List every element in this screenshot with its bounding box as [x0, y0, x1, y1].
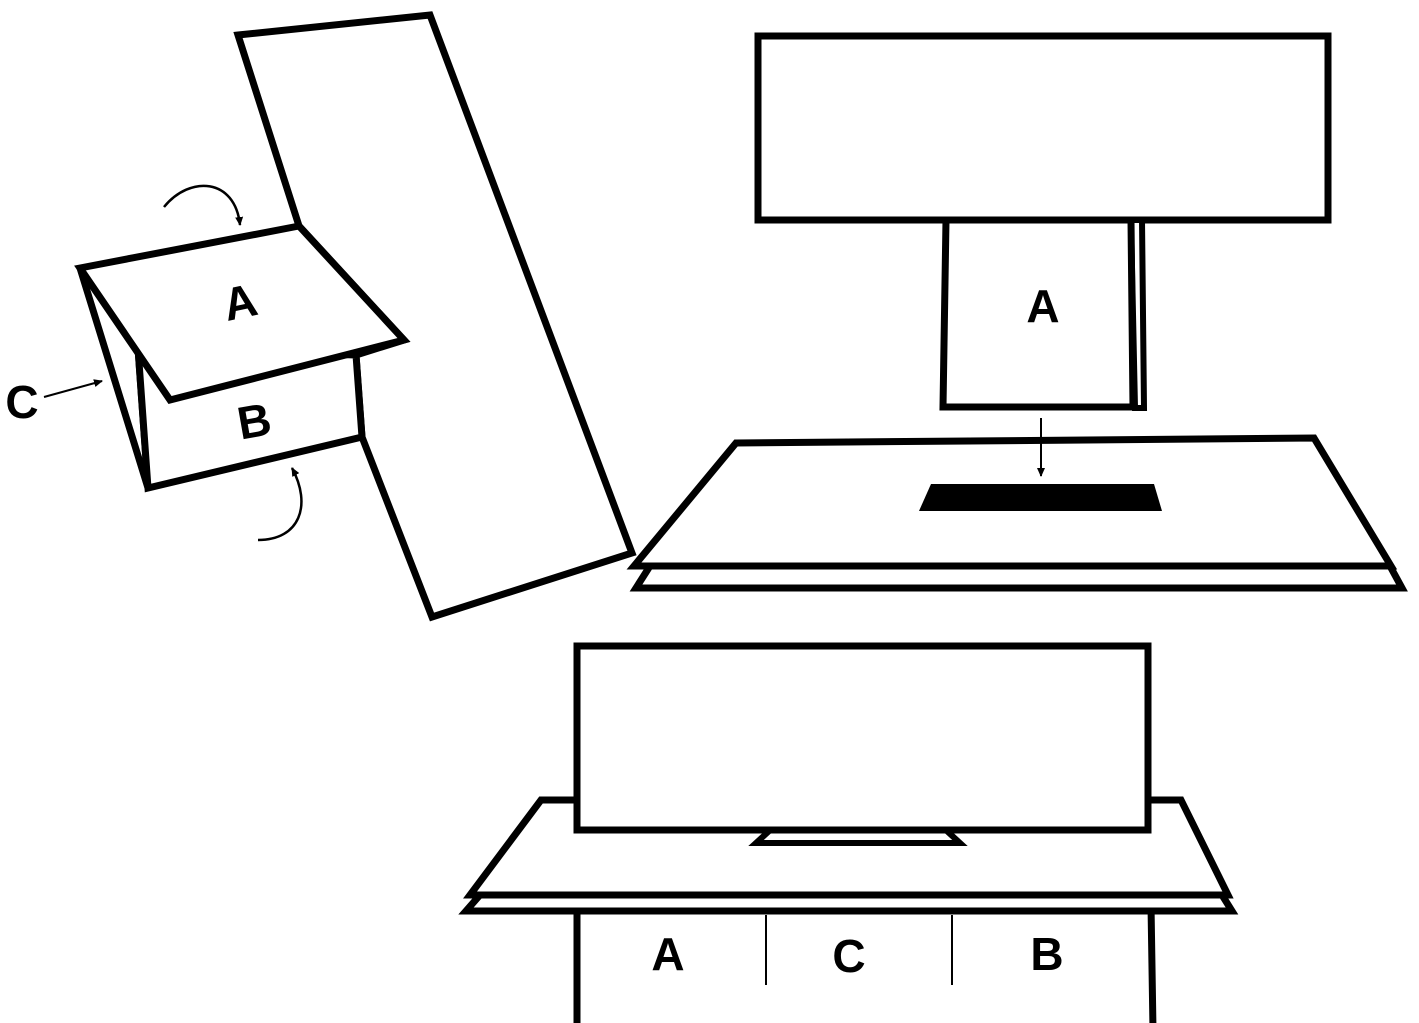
figure-left-folding-step: A B C: [5, 11, 637, 622]
fold-arrow-top: [163, 184, 244, 226]
insertion-slot: [919, 484, 1162, 511]
card-panel: [754, 32, 1332, 224]
figure-bottom-assembled: A C B: [458, 642, 1239, 1023]
label-a-bottom: A: [651, 928, 684, 980]
tab-a: [939, 216, 1137, 411]
label-c-left: C: [5, 376, 38, 428]
flap-a: [74, 222, 411, 405]
c-pointer-arrow: [43, 379, 103, 398]
fold-arrow-bottom: [257, 467, 303, 542]
label-c-bottom: C: [832, 930, 865, 982]
label-a-right: A: [1026, 280, 1059, 332]
label-b-bottom: B: [1030, 928, 1063, 980]
card-panel-assembled: [573, 642, 1152, 834]
figure-right-insert-step: A: [626, 32, 1408, 592]
